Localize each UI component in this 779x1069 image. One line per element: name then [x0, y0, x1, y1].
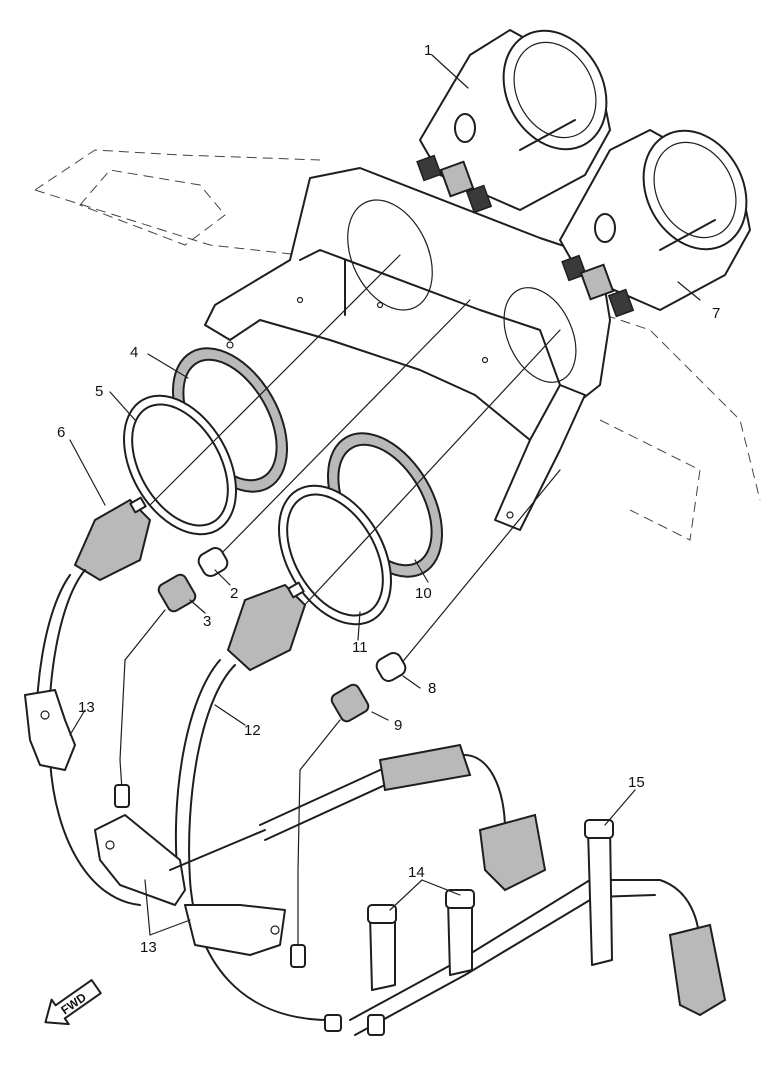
callout-labels: 1 2 3 4 5 6 7 8 9 10 11 12 13 13 14 15 — [57, 42, 720, 956]
alignment-lines — [149, 254, 561, 666]
meter-1 — [416, 29, 611, 214]
meter-7 — [559, 129, 751, 318]
cable-band-15 — [584, 819, 614, 966]
fwd-arrow: FWD — [44, 979, 102, 1026]
speedometer-cable — [169, 743, 547, 892]
callout-8: 8 — [428, 680, 436, 697]
callout-leaders — [69, 54, 701, 936]
callout-1: 1 — [424, 42, 432, 59]
callout-13-upper: 13 — [78, 699, 95, 716]
bulb-2 — [197, 547, 229, 577]
cable-band-14 — [367, 889, 475, 991]
gasket-5 — [123, 394, 237, 536]
cable-clamp-13-upper — [24, 689, 76, 771]
bulb-socket-6 — [73, 496, 152, 582]
callout-3: 3 — [203, 613, 211, 630]
bulb-socket-3 — [114, 573, 197, 808]
callout-13-lower: 13 — [140, 939, 157, 956]
tank-cover-outline — [34, 149, 761, 541]
callout-11: 11 — [352, 639, 368, 656]
callout-5: 5 — [95, 383, 103, 400]
cord-12 — [188, 664, 331, 1021]
callout-4: 4 — [130, 344, 138, 361]
bulb-socket-12 — [226, 581, 307, 672]
callout-10: 10 — [415, 585, 432, 602]
callout-9: 9 — [394, 717, 402, 734]
bulb-8 — [375, 652, 407, 682]
callout-6: 6 — [57, 424, 65, 441]
bulb-socket-9 — [290, 683, 370, 968]
wire-harness — [324, 879, 727, 1036]
callout-15: 15 — [628, 774, 645, 791]
callout-2: 2 — [230, 585, 238, 602]
callout-14: 14 — [408, 864, 425, 881]
gasket-11 — [278, 484, 392, 626]
cable-clamp-13-lower — [94, 814, 286, 956]
callout-7: 7 — [712, 305, 720, 322]
callout-12: 12 — [244, 722, 261, 739]
